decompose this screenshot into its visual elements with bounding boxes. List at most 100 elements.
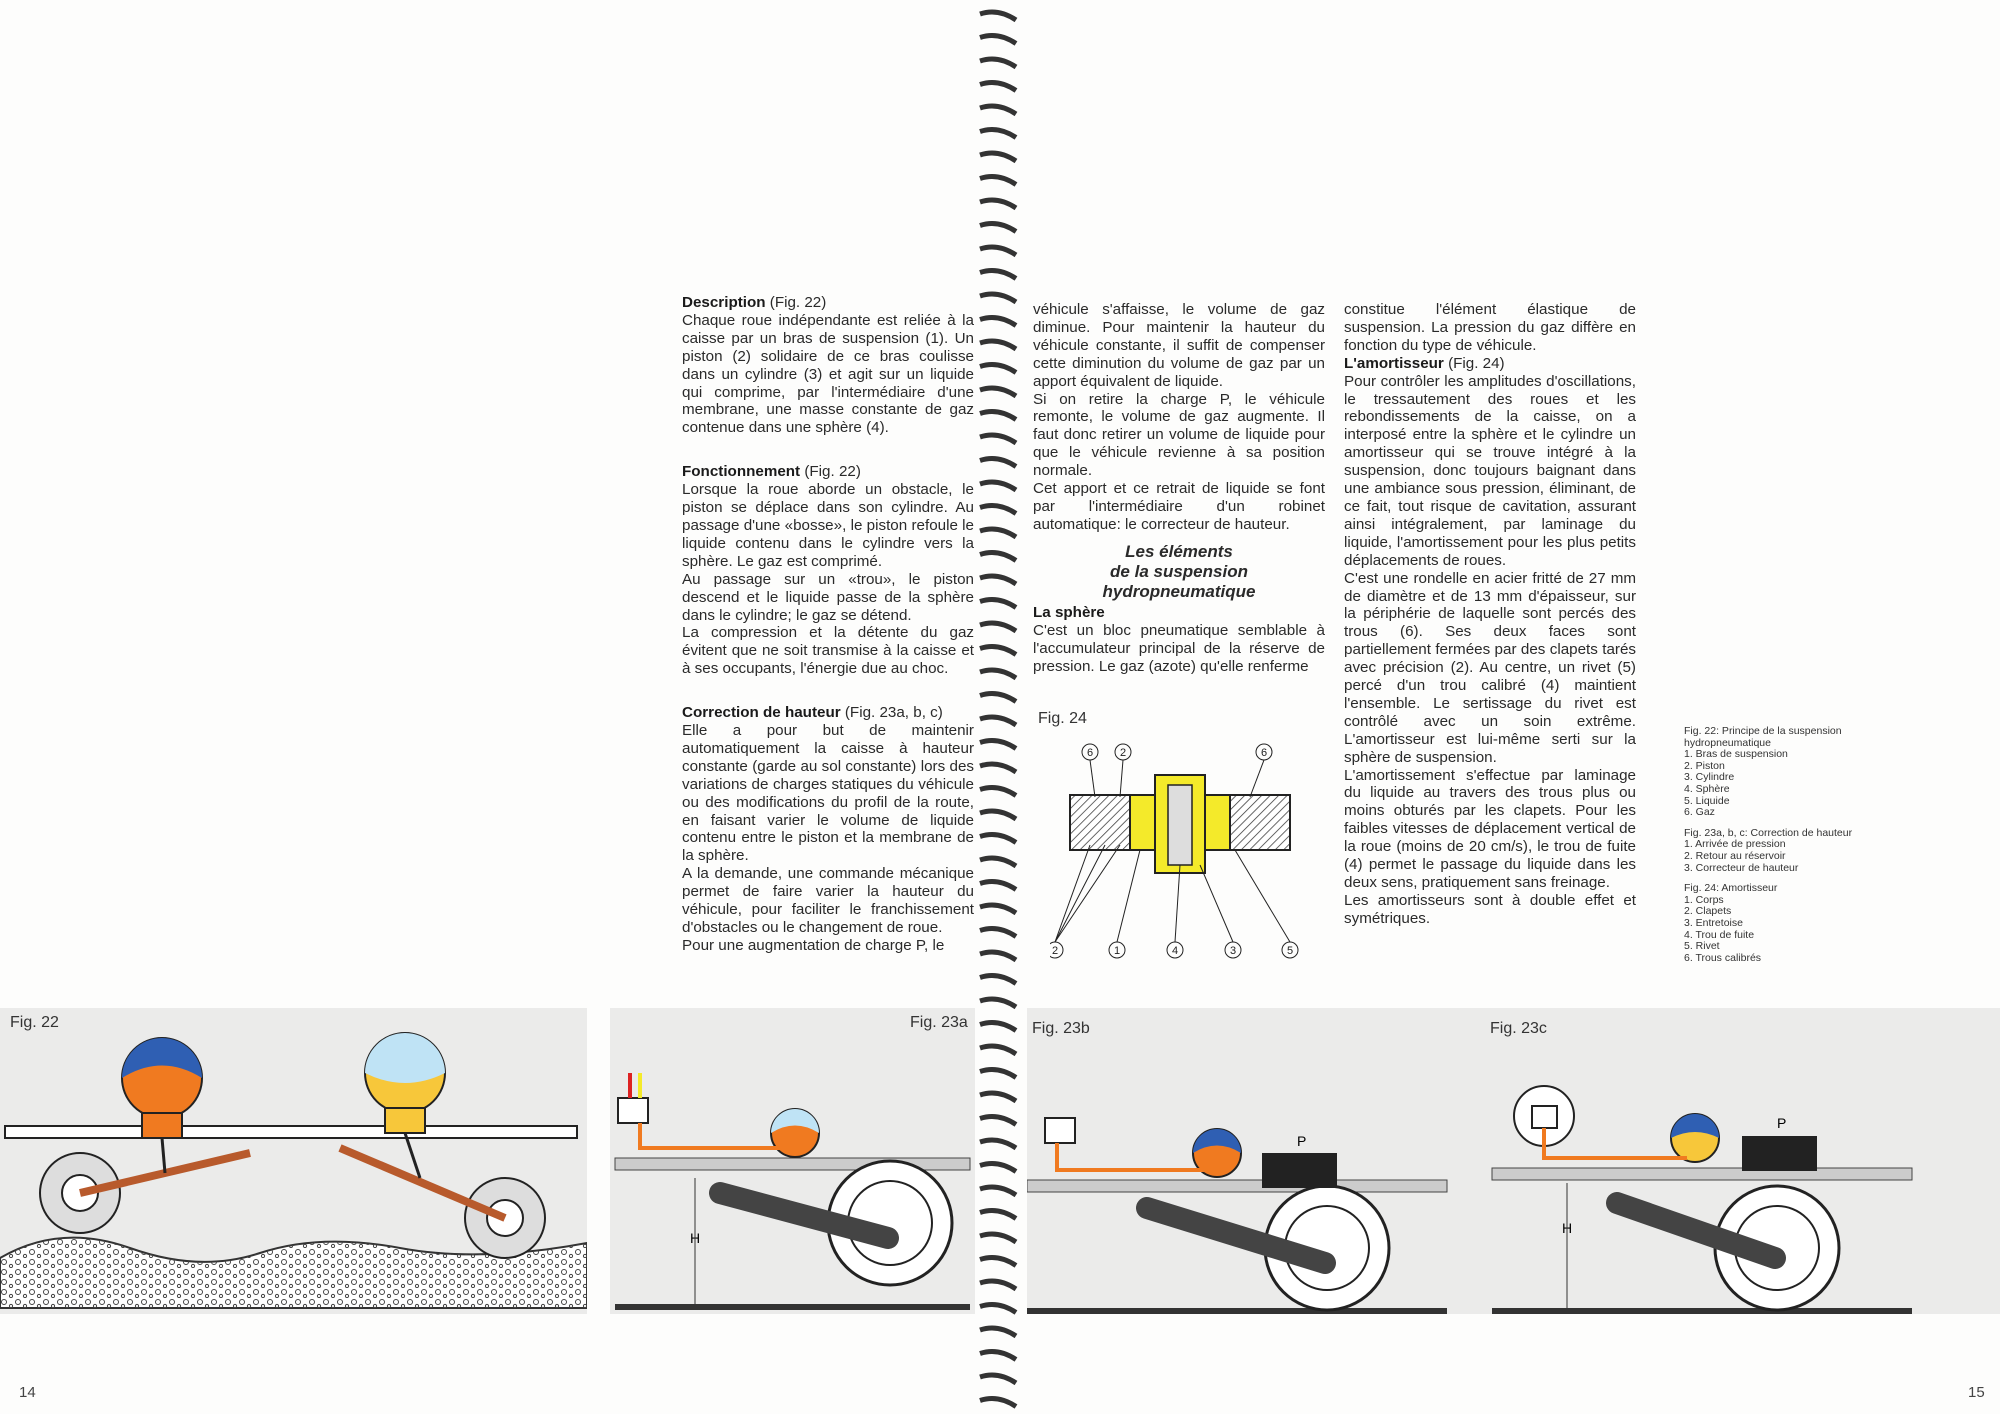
- caption-item: 5. Liquide: [1684, 794, 1730, 807]
- paragraph: Les amortisseurs sont à double effet et …: [1344, 891, 1636, 927]
- spiral-ring: [979, 1114, 1018, 1127]
- caption-item: 3. Entretoise: [1684, 916, 1743, 929]
- paragraph: A la demande, une commande mécanique per…: [682, 865, 974, 936]
- spiral-ring: [979, 503, 1018, 516]
- spiral-ring: [979, 526, 1018, 540]
- spiral-ring: [979, 362, 1018, 375]
- spiral-ring: [979, 1020, 1018, 1033]
- paragraph: Cet apport et ce retrait de liquide se f…: [1033, 480, 1325, 533]
- spiral-ring: [979, 761, 1018, 775]
- left-text-column: Description (Fig. 22) Chaque roue indépe…: [682, 294, 974, 955]
- spiral-ring: [979, 1043, 1018, 1057]
- callout-5: 5: [1287, 945, 1293, 957]
- spiral-ring: [979, 832, 1018, 845]
- spiral-ring: [979, 949, 1018, 963]
- callout-2: 2: [1052, 945, 1058, 957]
- page-number-right: 15: [1968, 1384, 1985, 1401]
- spiral-binding: [979, 9, 1018, 1409]
- fig23b-label: Fig. 23b: [1032, 1020, 1090, 1037]
- spiral-ring: [979, 221, 1018, 234]
- fig22-suspension-diagram: [0, 1032, 587, 1309]
- paragraph: Pour une augmentation de charge P, le: [682, 936, 945, 954]
- spiral-ring: [979, 1184, 1018, 1198]
- spiral-ring: [979, 174, 1018, 187]
- spiral-ring: [979, 385, 1018, 399]
- spiral-ring: [979, 456, 1018, 469]
- caption-item: 3. Correcteur de hauteur: [1684, 861, 1799, 874]
- spiral-ring: [979, 409, 1018, 422]
- spiral-ring: [979, 1231, 1018, 1245]
- spiral-ring: [979, 1325, 1018, 1339]
- paragraph: L'amortissement s'effectue par laminage …: [1344, 766, 1636, 891]
- figure-captions: Fig. 22: Principe de la suspension hydro…: [1684, 725, 1924, 964]
- caption-item: 2. Clapets: [1684, 905, 1732, 918]
- correction-heading: Correction de hauteur: [682, 704, 841, 722]
- spiral-ring: [979, 597, 1018, 610]
- paragraph: Si on retire la charge P, le véhicule re…: [1033, 390, 1325, 480]
- fig23a-label: Fig. 23a: [910, 1014, 968, 1031]
- caption-title: Fig. 24: Amortisseur: [1684, 882, 1778, 895]
- paragraph: C'est une rondelle en acier fritté de 27…: [1344, 569, 1636, 766]
- spiral-ring: [979, 714, 1018, 728]
- caption-item: 2. Piston: [1684, 759, 1725, 772]
- spiral-ring: [979, 620, 1018, 634]
- spiral-ring: [979, 127, 1018, 140]
- paragraph: véhicule s'affaisse, le volume de gaz di…: [1033, 301, 1325, 390]
- spiral-ring: [979, 1137, 1018, 1151]
- spiral-ring: [979, 1090, 1018, 1104]
- caption-item: 6. Trous calibrés: [1684, 951, 1762, 964]
- spiral-ring: [979, 738, 1018, 751]
- paragraph: La compression et la détente du gaz évit…: [682, 624, 974, 678]
- caption-item: 1. Bras de suspension: [1684, 748, 1788, 761]
- spiral-ring: [979, 1208, 1018, 1221]
- callout-6: 6: [1087, 747, 1093, 759]
- spiral-ring: [979, 1396, 1018, 1409]
- caption-title: Fig. 22: Principe de la suspension hydro…: [1684, 725, 1842, 749]
- spiral-ring: [979, 103, 1018, 117]
- sphere-text: C'est un bloc pneumatique semblable à l'…: [1033, 621, 1325, 675]
- caption-item: 2. Retour au réservoir: [1684, 849, 1786, 862]
- spiral-ring: [979, 855, 1018, 869]
- spiral-ring: [979, 1161, 1018, 1174]
- section-title-line: de la suspension: [1110, 561, 1248, 581]
- page-number-left: 14: [19, 1384, 36, 1401]
- paragraph: constitue l'élément élastique de suspens…: [1344, 301, 1636, 354]
- spiral-ring: [979, 667, 1018, 681]
- spiral-ring: [979, 1349, 1018, 1362]
- description-text: Chaque roue indépendante est reliée à la…: [682, 311, 974, 437]
- caption-item: 3. Cylindre: [1684, 771, 1735, 784]
- paragraph: Au passage sur un «trou», le piston desc…: [682, 570, 974, 624]
- spiral-ring: [979, 808, 1018, 822]
- spiral-ring: [979, 785, 1018, 798]
- spiral-ring: [979, 573, 1018, 587]
- fig24-damper-diagram: 6 2 6 2 1 4 3 5: [1050, 743, 1299, 959]
- spiral-ring: [979, 879, 1018, 892]
- caption-title: Fig. 23a, b, c: Correction de hauteur: [1684, 826, 1853, 839]
- caption-item: 1. Corps: [1684, 893, 1724, 906]
- spiral-ring: [979, 291, 1018, 305]
- spiral-ring: [979, 479, 1018, 493]
- right-text-column-1: véhicule s'affaisse, le volume de gaz di…: [1033, 301, 1325, 675]
- spiral-ring: [979, 1278, 1018, 1292]
- fig24-label: Fig. 24: [1038, 710, 1087, 727]
- fig23c: P H: [1491, 1085, 1913, 1314]
- spiral-ring: [979, 1067, 1018, 1080]
- amortisseur-ref: (Fig. 24): [1443, 354, 1505, 372]
- section-title-line: Les éléments: [1125, 541, 1233, 561]
- spiral-ring: [979, 9, 1018, 23]
- spiral-ring: [979, 150, 1018, 164]
- section-title: Les éléments de la suspension hydropneum…: [1033, 542, 1325, 602]
- load-mark-p: P: [1297, 1133, 1306, 1149]
- spiral-ring: [979, 996, 1018, 1010]
- callout-4: 4: [1172, 945, 1178, 957]
- amortisseur-heading: L'amortisseur: [1344, 354, 1444, 372]
- callout-2: 2: [1120, 747, 1126, 759]
- callout-3: 3: [1230, 945, 1236, 957]
- spiral-ring: [979, 691, 1018, 704]
- spiral-ring: [979, 1372, 1018, 1386]
- spiral-ring: [979, 315, 1018, 328]
- sphere-heading: La sphère: [1033, 603, 1105, 621]
- spiral-ring: [979, 338, 1018, 352]
- caption-item: 4. Sphère: [1684, 782, 1730, 795]
- paragraph: Pour contrôler les amplitudes d'oscillat…: [1344, 372, 1636, 569]
